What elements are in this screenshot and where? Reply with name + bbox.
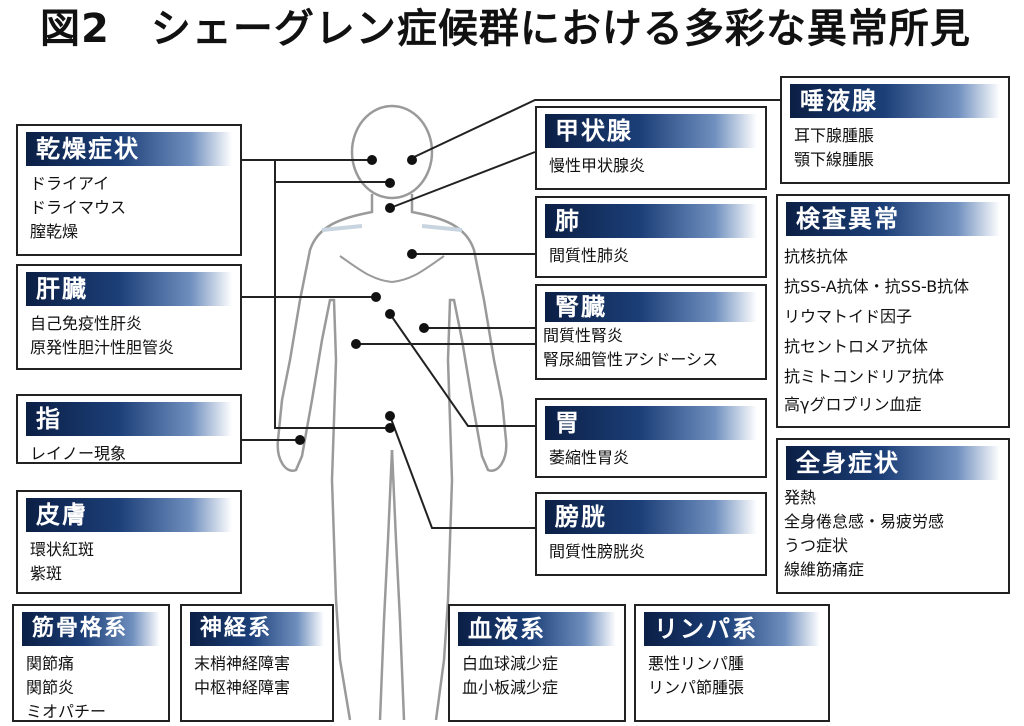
card-header: 肺 xyxy=(545,204,757,238)
card-item: 血小板減少症 xyxy=(462,678,559,697)
card-header: 乾燥症状 xyxy=(26,132,232,166)
card-item: ミオパチー xyxy=(26,702,107,721)
card-item: 高γグロブリン血症 xyxy=(784,395,922,414)
card-item: 萎縮性胃炎 xyxy=(549,448,630,467)
card-header: リンパ系 xyxy=(644,612,820,646)
card-header: 肝臓 xyxy=(26,272,232,306)
card-lymph-system: リンパ系 悪性リンパ腫 リンパ節腫張 xyxy=(634,604,830,722)
card-header: 全身症状 xyxy=(786,446,1000,480)
card-lab-abnormalities: 検査異常 抗核抗体 抗SS-A抗体・抗SS-B抗体 リウマトイド因子 抗セントロ… xyxy=(776,194,1010,428)
card-header: 指 xyxy=(26,402,232,436)
connector-lines xyxy=(242,99,780,529)
card-header: 神経系 xyxy=(190,612,324,646)
card-item: 環状紅斑 xyxy=(30,540,95,559)
card-stomach: 胃 萎縮性胃炎 xyxy=(535,398,767,478)
card-item: 関節痛 xyxy=(26,654,75,673)
card-item: 膣乾燥 xyxy=(30,222,79,241)
card-item: ドライアイ xyxy=(30,174,110,193)
card-item: 耳下腺腫脹 xyxy=(794,126,875,145)
card-item: 原発性胆汁性胆管炎 xyxy=(30,338,175,357)
card-item: レイノー現象 xyxy=(30,444,127,463)
card-header: 甲状腺 xyxy=(545,114,757,148)
card-finger: 指 レイノー現象 xyxy=(16,394,242,464)
figure-title: 図2 シェーグレン症候群における多彩な異常所見 xyxy=(40,6,971,52)
card-item: 抗核抗体 xyxy=(784,247,849,266)
card-header: 胃 xyxy=(545,406,757,440)
card-salivary-gland: 唾液腺 耳下腺腫脹 顎下線腫脹 xyxy=(780,76,1010,184)
card-item: 慢性甲状腺炎 xyxy=(549,156,646,175)
card-header: 血液系 xyxy=(458,612,616,646)
card-lung: 肺 間質性肺炎 xyxy=(535,196,767,278)
card-header: 筋骨格系 xyxy=(22,612,160,646)
card-item: 抗SS-A抗体・抗SS-B抗体 xyxy=(784,277,970,296)
card-item: 抗セントロメア抗体 xyxy=(784,337,929,356)
card-item: 悪性リンパ腫 xyxy=(648,654,745,673)
organ-dots xyxy=(295,155,429,445)
card-item: 線維筋痛症 xyxy=(784,560,865,579)
card-header: 皮膚 xyxy=(26,498,232,532)
card-systemic-symptoms: 全身症状 発熱 全身倦怠感・易疲労感 うつ症状 線維筋痛症 xyxy=(776,438,1010,594)
card-kidney: 腎臓 間質性腎炎 腎尿細管性アシドーシス xyxy=(535,284,767,380)
card-dryness-symptoms: 乾燥症状 ドライアイ ドライマウス 膣乾燥 xyxy=(16,124,242,256)
card-bladder: 膀胱 間質性膀胱炎 xyxy=(535,492,767,576)
card-header: 検査異常 xyxy=(786,202,1000,236)
card-header: 唾液腺 xyxy=(790,84,1000,118)
card-item: 発熱 xyxy=(784,488,817,507)
card-blood-system: 血液系 白血球減少症 血小板減少症 xyxy=(448,604,626,722)
card-item: 顎下線腫脹 xyxy=(794,150,875,169)
card-skin: 皮膚 環状紅斑 紫斑 xyxy=(16,490,242,594)
card-musculoskeletal: 筋骨格系 関節痛 関節炎 ミオパチー xyxy=(12,604,170,722)
card-item: 抗ミトコンドリア抗体 xyxy=(784,367,945,386)
card-item: リンパ節腫張 xyxy=(648,678,745,697)
card-item: 腎尿細管性アシドーシス xyxy=(543,350,719,369)
card-item: 間質性膀胱炎 xyxy=(549,542,646,561)
card-item: うつ症状 xyxy=(784,536,849,555)
card-header: 腎臓 xyxy=(545,292,757,322)
human-body-outline xyxy=(276,104,508,721)
card-item: 白血球減少症 xyxy=(462,654,559,673)
card-item: 中枢神経障害 xyxy=(194,678,291,697)
card-item: 間質性肺炎 xyxy=(549,246,630,265)
card-item: 紫斑 xyxy=(30,564,63,583)
card-item: 全身倦怠感・易疲労感 xyxy=(784,512,945,531)
card-item: 間質性腎炎 xyxy=(543,326,624,345)
card-item: 関節炎 xyxy=(26,678,75,697)
card-header: 膀胱 xyxy=(545,500,757,534)
card-item: リウマトイド因子 xyxy=(784,307,913,326)
card-item: 自己免疫性肝炎 xyxy=(30,314,143,333)
card-liver: 肝臓 自己免疫性肝炎 原発性胆汁性胆管炎 xyxy=(16,264,242,370)
card-nervous-system: 神経系 末梢神経障害 中枢神経障害 xyxy=(180,604,334,722)
card-item: ドライマウス xyxy=(30,198,127,217)
card-item: 末梢神経障害 xyxy=(194,654,291,673)
card-thyroid: 甲状腺 慢性甲状腺炎 xyxy=(535,106,767,190)
